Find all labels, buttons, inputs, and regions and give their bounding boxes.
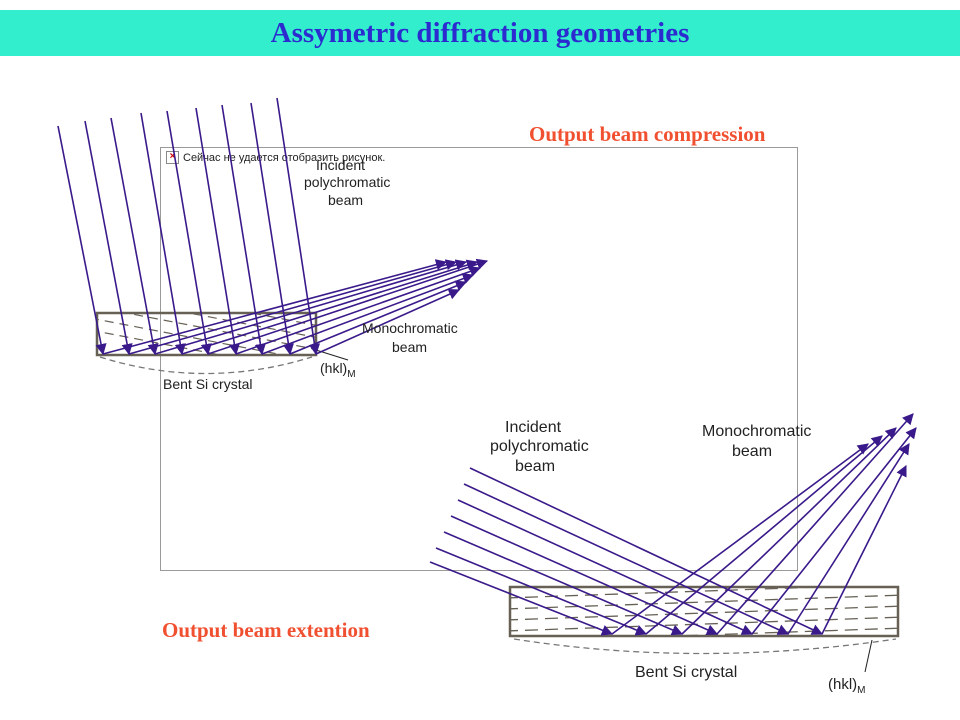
bottom-incident-beams [429,467,824,636]
top-hkl-sub: M [347,368,356,380]
top-incident-label-3: beam [328,192,364,208]
caption-compression: Output beam compression [529,122,766,146]
bottom-hkl-label: (hkl)M [828,676,866,696]
top-mono-label-2: beam [392,339,428,355]
top-hkl-label: (hkl)M [320,360,356,380]
bottom-mono-label-2: beam [732,443,773,460]
title-bar [0,10,960,56]
bottom-hkl-sub: M [857,685,866,696]
bottom-incident-label-2: polychromatic [490,438,589,455]
bottom-hkl-main: (hkl) [828,676,858,693]
bottom-incident-label-1: Incident [505,419,562,436]
top-hkl-main: (hkl) [320,360,348,376]
bottom-incident-label-3: beam [515,458,556,475]
bottom-mono-label-1: Monochromatic [702,423,812,440]
top-incident-label-2: polychromatic [304,174,391,190]
top-crystal-label: Bent Si crystal [163,376,253,392]
page-title: Assymetric diffraction geometries [270,17,690,49]
image-frame [160,147,798,571]
top-mono-label-1: Monochromatic [362,320,458,336]
top-incident-label-1: Incident [316,157,366,173]
top-diffracted-beams [102,258,489,355]
caption-extension: Output beam extention [162,618,370,642]
broken-image-text: Сейчас не удается отобразить рисунок. [183,151,386,164]
bottom-diffracted-beams [611,413,917,635]
bottom-crystal-label: Bent Si crystal [635,664,738,681]
top-incident-beams [57,97,321,356]
